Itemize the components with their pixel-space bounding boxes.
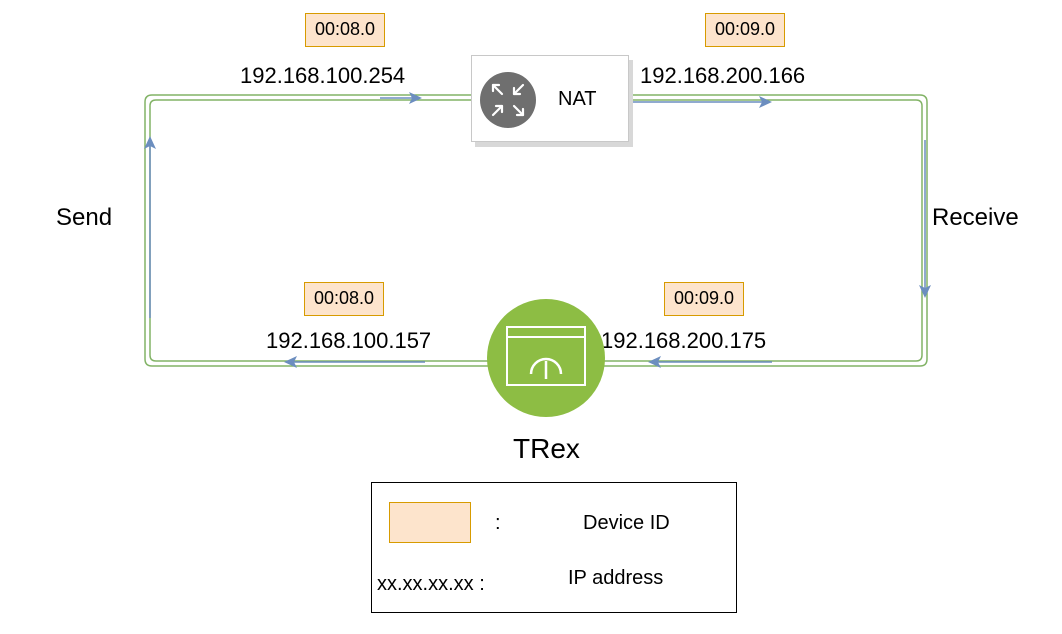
legend-ip-example: xx.xx.xx.xx :: [377, 573, 485, 595]
arrow-receive-head: [919, 285, 931, 298]
legend: : Device ID xx.xx.xx.xx : IP address: [371, 482, 737, 613]
legend-ip-label: IP address: [568, 567, 664, 589]
send-label: Send: [56, 204, 113, 231]
nat-label: NAT: [558, 88, 597, 110]
nat-node: NAT: [471, 55, 629, 142]
nat-left-ip: 192.168.100.254: [240, 63, 406, 88]
trex-right-ip: 192.168.200.175: [601, 328, 767, 353]
router-icon: [480, 72, 536, 128]
receive-label: Receive: [932, 204, 1019, 231]
nat-right-device-id: 00:09.0: [705, 13, 785, 47]
arrow-send-head: [144, 136, 156, 149]
arrow-to-nat-head: [409, 92, 422, 104]
arrow-to-trex-head: [648, 356, 661, 368]
legend-device-id-swatch: [389, 502, 471, 543]
trex-gauge-icon: [487, 299, 605, 417]
arrow-from-nat-head: [759, 96, 772, 108]
trex-label: TRex: [513, 433, 580, 464]
arrow-from-trex-head: [284, 356, 297, 368]
trex-left-device-id: 00:08.0: [304, 282, 384, 316]
legend-device-id-separator: :: [495, 512, 501, 534]
nat-right-ip: 192.168.200.166: [640, 63, 806, 88]
nat-left-device-id: 00:08.0: [305, 13, 385, 47]
trex-left-ip: 192.168.100.157: [266, 328, 432, 353]
trex-right-device-id: 00:09.0: [664, 282, 744, 316]
legend-device-id-label: Device ID: [583, 512, 670, 534]
